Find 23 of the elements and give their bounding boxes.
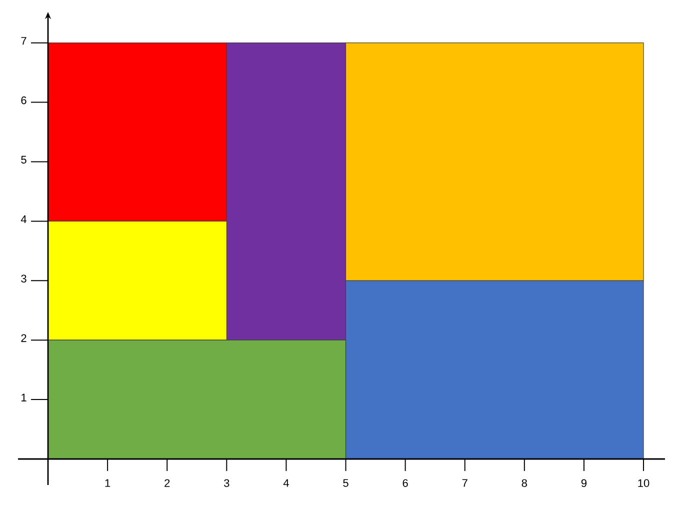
tick-label: 2 (164, 479, 170, 487)
region-block (226, 42, 346, 340)
region-block (48, 340, 346, 460)
tick-label: 9 (581, 479, 586, 487)
tick-label: 10 (638, 479, 650, 487)
tick-label: 3 (224, 479, 230, 487)
tick-label: 5 (21, 156, 26, 164)
region-block (48, 220, 227, 340)
tick-label: 2 (21, 334, 26, 342)
tick-label: 1 (22, 394, 26, 402)
tick-label: 1 (105, 479, 110, 487)
tick-label: 5 (343, 479, 348, 487)
tick-label: 3 (21, 274, 26, 283)
tick-label: 6 (402, 479, 408, 487)
tick-label: 8 (522, 479, 527, 487)
tick-label: 7 (462, 479, 468, 487)
region-block (345, 42, 644, 281)
tick-label: 4 (20, 215, 26, 223)
tick-label: 6 (21, 96, 26, 104)
tick-label: 7 (21, 37, 26, 45)
tick-label: 4 (283, 479, 289, 487)
region-block (48, 42, 227, 222)
region-block (345, 280, 644, 460)
